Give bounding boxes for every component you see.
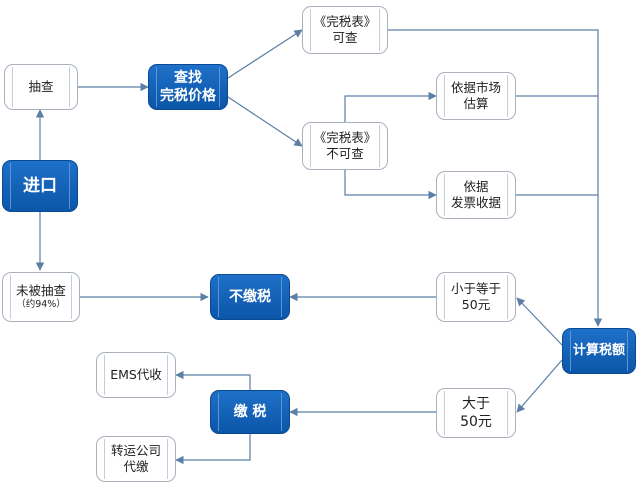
node-table-found-line-2: 可查	[332, 30, 358, 45]
node-find-price: 查找 完税价格	[148, 64, 228, 110]
node-ems-collect-label: EMS代收	[110, 366, 162, 382]
node-market-estimate-line-2: 估算	[463, 96, 489, 111]
node-not-checked-line-2: （约94%）	[16, 298, 66, 310]
node-table-found-line-1: 《完税表》	[313, 13, 377, 29]
node-pay-tax: 缴 税	[210, 390, 290, 434]
edge-pay-ems	[175, 370, 251, 390]
node-invoice-basis: 依据 发票收据	[436, 171, 516, 219]
node-ems-collect: EMS代收	[96, 352, 176, 398]
node-table-not-found-line-2: 不可查	[326, 146, 364, 161]
node-calc-tax: 计算税额	[562, 328, 636, 374]
node-forwarder-pay: 转运公司 代缴	[96, 436, 176, 482]
node-table-not-found: 《完税表》 不可查	[302, 122, 388, 170]
node-table-not-found-line-1: 《完税表》	[313, 129, 377, 145]
node-pay-tax-label: 缴 税	[233, 403, 267, 420]
node-le-50-line-2: 50元	[461, 297, 491, 312]
edge-calc-le50	[516, 297, 563, 346]
node-le-50: 小于等于 50元	[436, 272, 516, 322]
node-not-checked: 未被抽查 （约94%）	[2, 272, 80, 322]
node-gt-50: 大于 50元	[436, 388, 516, 438]
node-spot-check: 抽查	[4, 64, 78, 110]
node-gt-50-line-2: 50元	[460, 414, 492, 430]
node-forwarder-pay-line-2: 代缴	[123, 459, 149, 474]
node-calc-tax-label: 计算税额	[572, 342, 625, 358]
node-not-checked-line-1: 未被抽查	[15, 282, 66, 298]
node-market-estimate-line-1: 依据市场	[450, 79, 501, 95]
node-market-estimate: 依据市场 估算	[436, 72, 516, 120]
edge-find-price-table-not-found	[227, 96, 303, 147]
node-find-price-line-1: 查找	[174, 69, 202, 86]
node-no-tax: 不缴税	[210, 274, 290, 320]
node-gt-50-line-1: 大于	[462, 395, 490, 412]
node-import: 进口	[2, 160, 78, 212]
node-invoice-basis-line-2: 发票收据	[450, 195, 501, 210]
node-find-price-line-2: 完税价格	[160, 88, 216, 104]
node-le-50-line-1: 小于等于	[450, 280, 501, 296]
node-invoice-basis-line-1: 依据	[463, 178, 489, 194]
edge-table-found-calc	[388, 29, 603, 327]
node-spot-check-label: 抽查	[28, 78, 54, 94]
node-forwarder-pay-line-1: 转运公司	[110, 442, 161, 458]
edge-find-price-table-found	[227, 29, 303, 79]
edge-pay-forwarder	[175, 434, 251, 465]
edge-not-found-invoice	[344, 170, 437, 200]
node-no-tax-label: 不缴税	[229, 288, 271, 305]
node-import-label: 进口	[23, 175, 57, 196]
edge-not-found-market	[344, 91, 437, 124]
node-table-found: 《完税表》 可查	[302, 6, 388, 54]
edge-calc-gt50	[516, 359, 563, 413]
